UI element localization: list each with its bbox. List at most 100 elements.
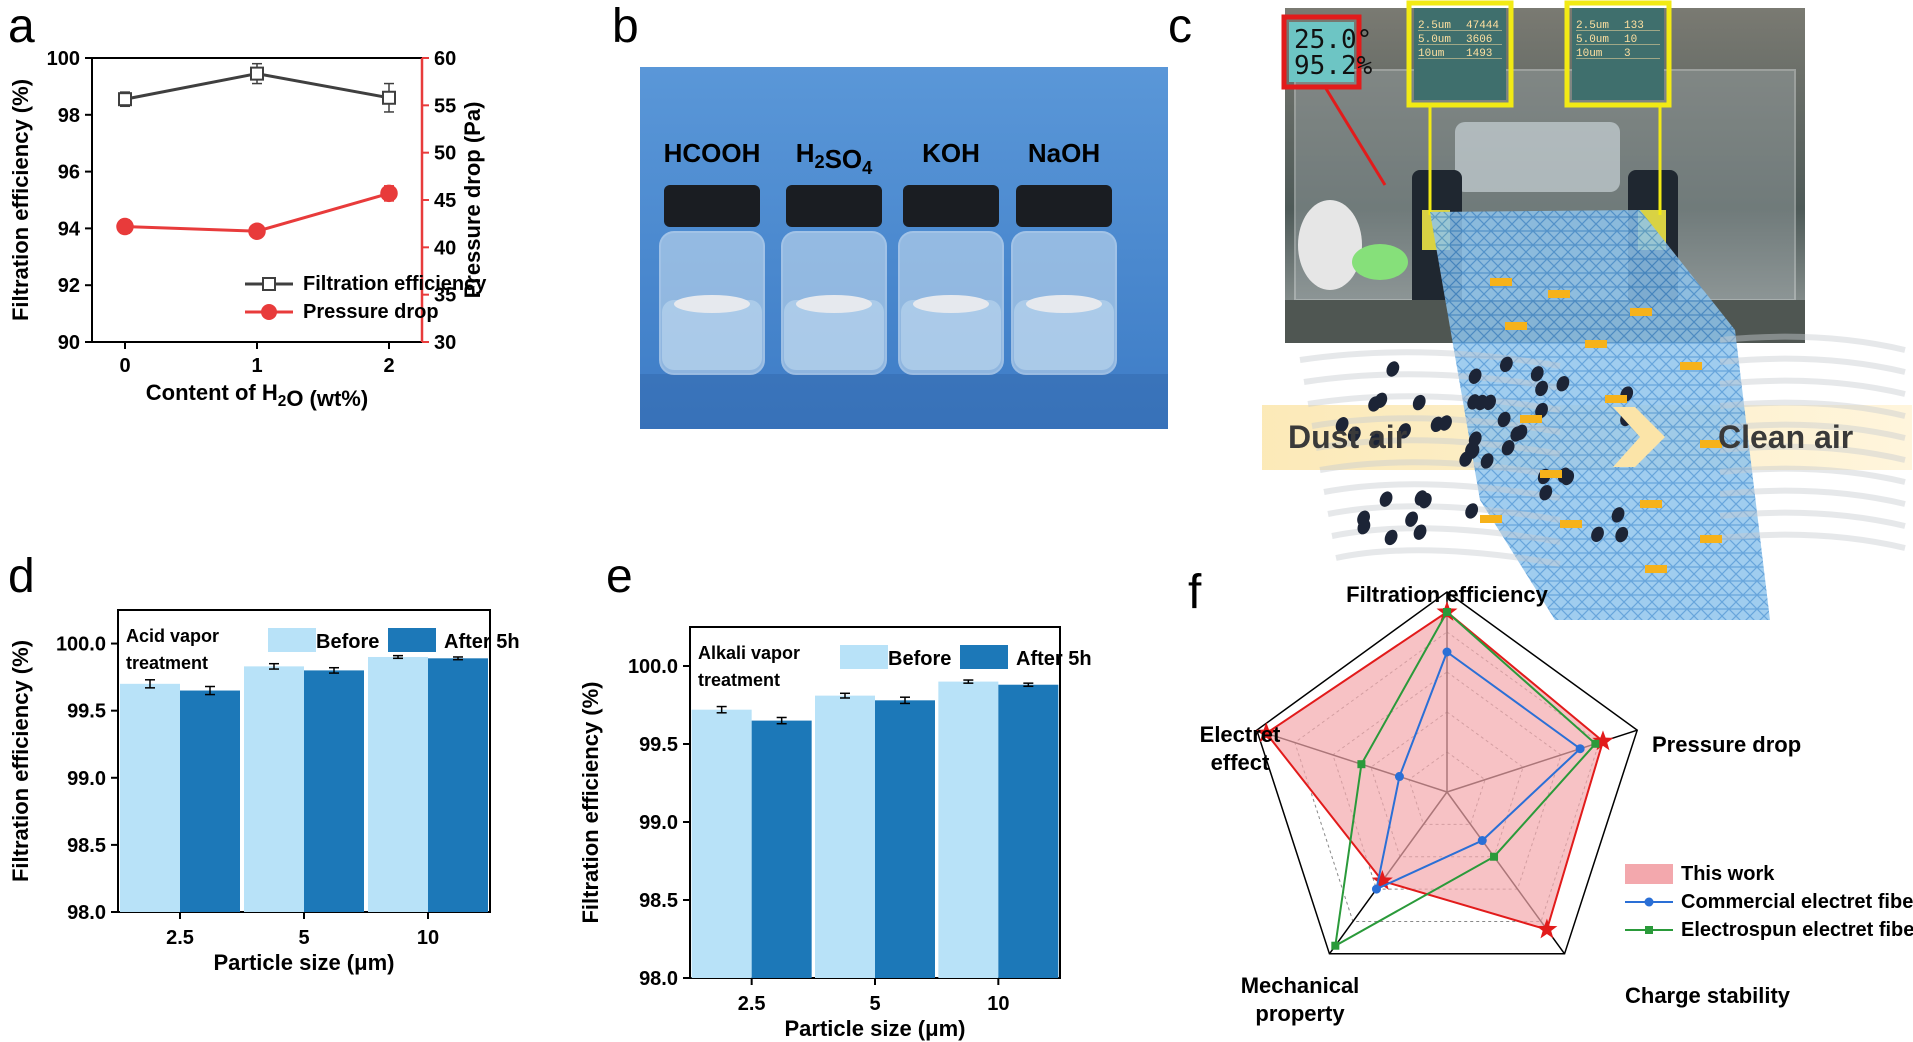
bar [368, 656, 428, 912]
radar-axis-label: Electret [1200, 722, 1281, 747]
panel-label-a: a [8, 0, 35, 53]
bar [120, 683, 180, 912]
legend-label: Commercial electret fibers [1681, 891, 1913, 913]
meter-left-screen [1414, 8, 1506, 100]
dust-particle [1535, 380, 1548, 397]
dust-particle [1335, 417, 1349, 433]
panel-label-c: c [1168, 0, 1192, 53]
bar [815, 695, 875, 978]
dust-particle [1480, 453, 1494, 469]
bottle-cap [664, 185, 760, 227]
meter-count-value: 133 [1624, 20, 1644, 32]
clean-air-label: Clean air [1718, 419, 1853, 455]
dust-particle [1499, 356, 1513, 373]
wind-streak [1719, 443, 1906, 463]
annotation-text: treatment [698, 670, 780, 690]
legend-marker [261, 304, 277, 320]
y-tick-label: 99.0 [639, 812, 678, 834]
meter-count-value: 3606 [1466, 34, 1492, 46]
radar-axis-label: effect [1211, 750, 1270, 775]
legend-label: Pressure drop [303, 301, 439, 323]
bar [304, 670, 364, 912]
radar-marker [1591, 739, 1600, 748]
legend-label: After 5h [1016, 648, 1092, 670]
bar [244, 666, 304, 912]
dust-particles [1335, 356, 1634, 546]
y-tick-label: 100.0 [628, 656, 678, 678]
plot-frame [91, 57, 423, 343]
wind-streak [1327, 503, 1561, 523]
charge-marker [1630, 308, 1652, 316]
meter-size-label: 2.5um [1576, 20, 1609, 32]
dust-particle [1556, 376, 1570, 392]
data-point [250, 66, 264, 81]
radar-area [1264, 610, 1605, 931]
meter-row-divider [1576, 30, 1660, 31]
charge-marker [1645, 565, 1667, 573]
x-tick-label: 1 [251, 355, 262, 377]
y-tick-label: 98.5 [639, 890, 678, 912]
radar-marker [1357, 760, 1366, 769]
charge-marker [1490, 278, 1512, 286]
wind-streak [1335, 547, 1561, 567]
bar [428, 658, 488, 912]
radar-axis-label: Charge stability [1625, 983, 1791, 1008]
annotation-text: treatment [126, 653, 208, 673]
y-right-tick-label: 50 [434, 143, 456, 165]
radar-marker [1394, 772, 1404, 782]
meter-right-screen [1572, 8, 1664, 100]
legend-marker [1644, 897, 1654, 907]
meter-count-value: 47444 [1466, 20, 1499, 32]
floating-fiber-sample [796, 295, 872, 313]
wind-streak [1719, 465, 1906, 485]
charge-marker [1505, 322, 1527, 330]
legend-label: After 5h [444, 631, 520, 653]
bar [938, 681, 999, 978]
meter-row-divider [1418, 58, 1502, 59]
dust-particle [1430, 416, 1444, 433]
wind-streak [1315, 437, 1561, 457]
data-point [380, 184, 398, 203]
x-tick-label: 2 [383, 355, 394, 377]
dust-particle [1535, 402, 1548, 419]
dust-particle [1611, 507, 1625, 523]
thermometer-screen [1289, 22, 1354, 82]
bottle-cap [786, 185, 882, 227]
wind-streak [1719, 399, 1906, 419]
y-tick-label: 90 [58, 332, 80, 354]
dust-particle [1539, 485, 1553, 501]
legend-label: Filtration efficiency [303, 273, 487, 295]
bar [180, 690, 240, 912]
charge-marker [1585, 340, 1607, 348]
legend-label: Before [888, 648, 951, 670]
dust-particle [1374, 392, 1388, 408]
bottle-liquid [1014, 300, 1114, 370]
radar-marker [1442, 647, 1452, 657]
charge-marker [1548, 290, 1570, 298]
y-right-tick-label: 35 [434, 285, 456, 307]
connector-tube [1455, 122, 1620, 192]
floating-fiber-sample [1026, 295, 1102, 313]
dust-particle [1386, 361, 1400, 377]
legend-swatch [268, 628, 316, 652]
meter-size-label: 2.5um [1418, 20, 1451, 32]
legend-label: Before [316, 631, 379, 653]
meter-row-divider [1576, 44, 1660, 45]
dust-particle [1357, 519, 1371, 535]
x-tick-label: 0 [119, 355, 130, 377]
bar [691, 709, 752, 978]
legend-label: Electrospun electret fibers [1681, 919, 1913, 941]
radar-star-marker [1255, 722, 1277, 743]
wind-streak [1719, 531, 1906, 551]
wind-streak [1331, 525, 1561, 545]
panel-label-e: e [606, 550, 633, 603]
charge-marker [1680, 362, 1702, 370]
charge-marker [1640, 500, 1662, 508]
bottle-cap [903, 185, 999, 227]
dust-particle [1413, 524, 1427, 540]
y-tick-label: 100.0 [56, 634, 106, 656]
meter-count-value: 3 [1624, 48, 1631, 60]
